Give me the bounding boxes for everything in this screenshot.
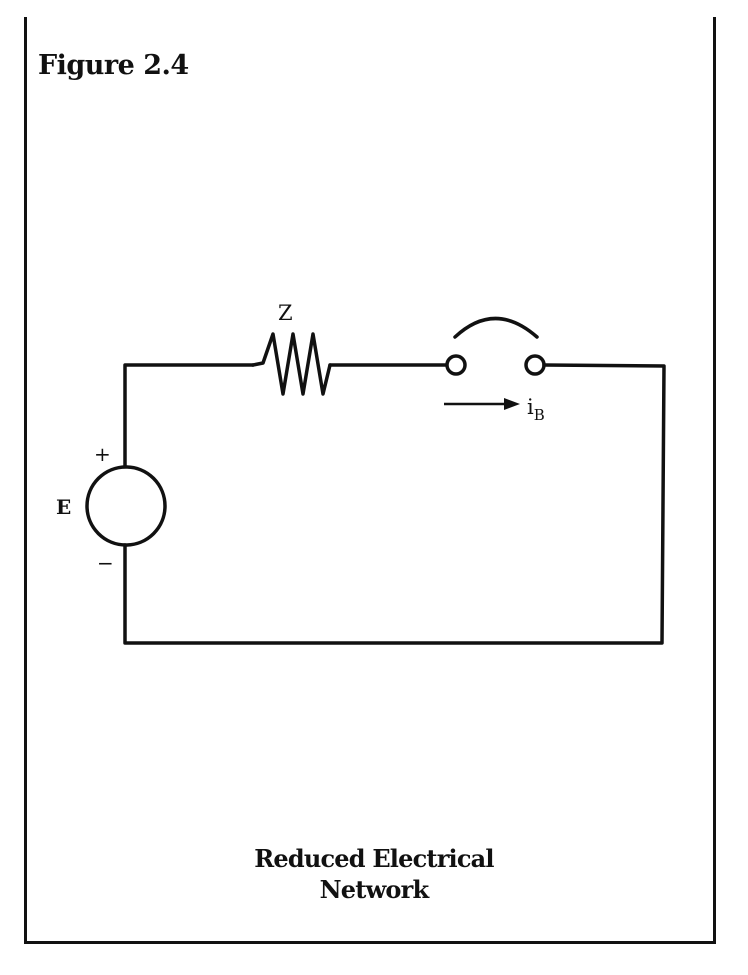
plus-sign: + (94, 442, 111, 466)
switch-arc (453, 316, 539, 339)
current-label: iB (527, 395, 545, 424)
minus-sign: − (97, 551, 114, 575)
switch-terminal-left (445, 354, 467, 376)
caption-line-2: Network (319, 875, 429, 904)
impedance-label: Z (278, 301, 293, 325)
wire-right (123, 363, 666, 645)
resistor-symbol (251, 332, 332, 396)
figure-caption: Reduced Electrical Network (0, 843, 748, 905)
wire-top-left (123, 363, 255, 468)
switch-terminal-right (524, 354, 546, 376)
source-label: E (56, 495, 71, 519)
current-arrow (444, 398, 520, 410)
voltage-source-symbol (85, 465, 167, 547)
caption-line-1: Reduced Electrical (254, 844, 494, 873)
current-label-subscript: B (534, 406, 545, 424)
figure-title: Figure 2.4 (38, 50, 189, 81)
figure-frame (24, 17, 716, 944)
current-label-main: i (527, 395, 534, 419)
